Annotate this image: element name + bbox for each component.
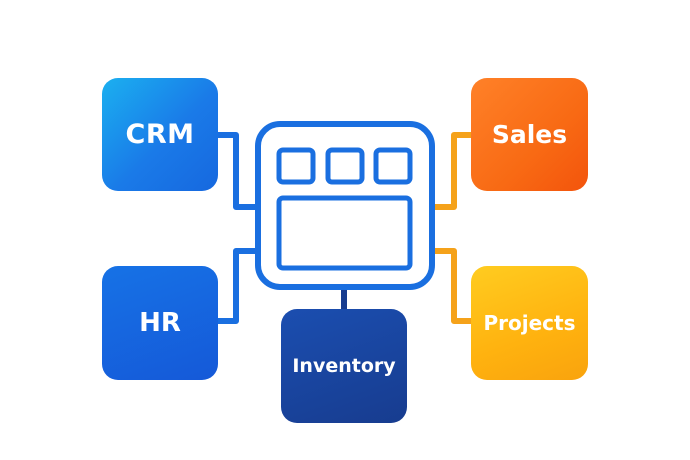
projects-module[interactable]: Projects (471, 266, 588, 380)
crm-label: CRM (125, 119, 195, 150)
connector-projects (432, 248, 471, 324)
connector-hr (218, 248, 258, 324)
app-window-icon (255, 121, 435, 290)
sales-label: Sales (491, 120, 568, 149)
connector-sales (432, 132, 471, 210)
crm-module[interactable]: CRM (102, 78, 218, 191)
inventory-label: Inventory (292, 355, 396, 377)
hr-module[interactable]: HR (102, 266, 218, 380)
inventory-module[interactable]: Inventory (281, 309, 407, 423)
connector-crm (218, 132, 258, 210)
hr-label: HR (139, 308, 181, 338)
sales-module[interactable]: Sales (471, 78, 588, 191)
projects-label: Projects (483, 311, 576, 335)
